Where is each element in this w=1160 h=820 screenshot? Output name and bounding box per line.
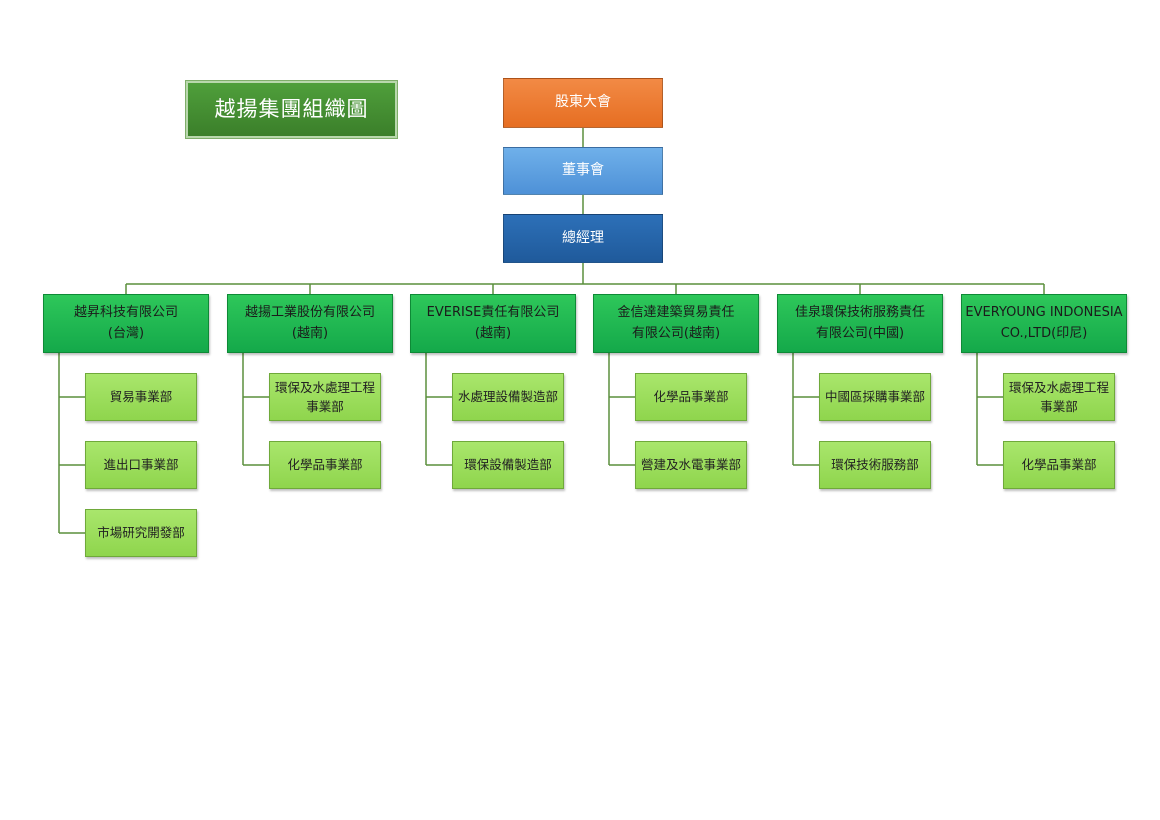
company-box: 越昇科技有限公司(台灣) [43,294,209,353]
department-box: 市場研究開發部 [85,509,197,557]
department-box: 營建及水電事業部 [635,441,747,489]
company-box: EVERISE責任有限公司(越南) [410,294,576,353]
general-manager-box: 總經理 [503,214,663,263]
department-box: 環保設備製造部 [452,441,564,489]
shareholders-meeting-box: 股東大會 [503,78,663,128]
department-box: 化學品事業部 [1003,441,1115,489]
department-box: 水處理設備製造部 [452,373,564,421]
department-box: 進出口事業部 [85,441,197,489]
chart-title: 越揚集團組織圖 [185,80,398,139]
company-box: 金信達建築貿易責任有限公司(越南) [593,294,759,353]
department-box: 環保技術服務部 [819,441,931,489]
board-of-directors-box: 董事會 [503,147,663,195]
company-box: 佳泉環保技術服務責任有限公司(中國) [777,294,943,353]
company-box: 越揚工業股份有限公司(越南) [227,294,393,353]
department-box: 化學品事業部 [635,373,747,421]
department-box: 中國區採購事業部 [819,373,931,421]
department-box: 環保及水處理工程事業部 [269,373,381,421]
department-box: 環保及水處理工程事業部 [1003,373,1115,421]
department-box: 化學品事業部 [269,441,381,489]
department-box: 貿易事業部 [85,373,197,421]
